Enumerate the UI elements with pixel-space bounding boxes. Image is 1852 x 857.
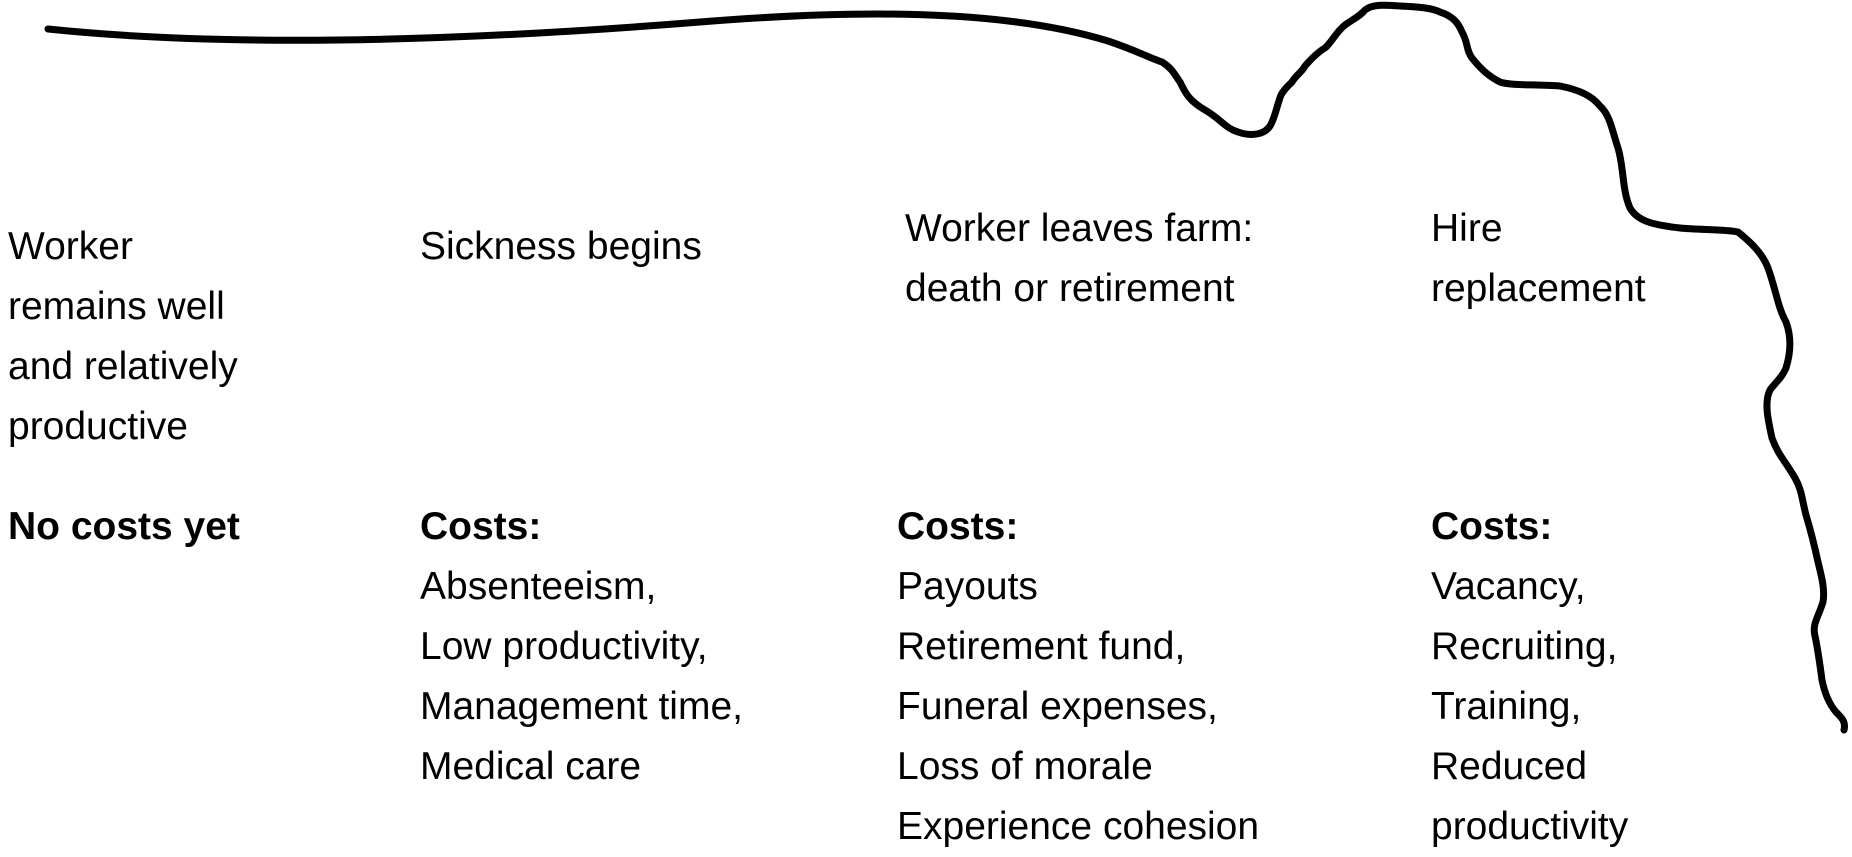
stage-text-line: productive bbox=[8, 405, 188, 448]
cost-item: Vacancy, bbox=[1431, 565, 1586, 608]
cost-item: Experience cohesion bbox=[897, 805, 1260, 848]
stage-sickness: Sickness begins bbox=[420, 217, 702, 277]
cost-item: Absenteeism, bbox=[420, 565, 657, 608]
cost-item: Retirement fund, bbox=[897, 625, 1186, 668]
stage-leaves-farm: Worker leaves farm: death or retirement bbox=[905, 199, 1253, 319]
costs-well: No costs yet bbox=[8, 497, 240, 557]
stage-text-line: Sickness begins bbox=[420, 225, 702, 268]
stage-text-line: Hire bbox=[1431, 207, 1503, 250]
cost-item: Funeral expenses, bbox=[897, 685, 1218, 728]
cost-item: Low productivity, bbox=[420, 625, 708, 668]
stage-text-line: Worker bbox=[8, 225, 133, 268]
cost-item: Reduced bbox=[1431, 745, 1588, 788]
cost-item: Medical care bbox=[420, 745, 642, 788]
cost-item: Loss of morale bbox=[897, 745, 1153, 788]
stage-well: Worker remains well and relatively produ… bbox=[8, 217, 238, 457]
stage-text-line: replacement bbox=[1431, 267, 1646, 310]
stage-text-line: Worker leaves farm: bbox=[905, 207, 1254, 250]
stage-text-line: death or retirement bbox=[905, 267, 1235, 310]
stage-text-line: remains well bbox=[8, 285, 225, 328]
cost-item: productivity bbox=[1431, 805, 1629, 848]
costs-sickness: Costs: Absenteeism, Low productivity, Ma… bbox=[420, 497, 743, 797]
costs-hire-replacement: Costs: Vacancy, Recruiting, Training, Re… bbox=[1431, 497, 1628, 857]
costs-heading: No costs yet bbox=[8, 505, 240, 548]
cost-item: Payouts bbox=[897, 565, 1038, 608]
costs-heading: Costs: bbox=[897, 505, 1019, 548]
stage-text-line: and relatively bbox=[8, 345, 238, 388]
stage-hire-replacement: Hire replacement bbox=[1431, 199, 1646, 319]
cost-item: Recruiting, bbox=[1431, 625, 1618, 668]
costs-leaves-farm: Costs: Payouts Retirement fund, Funeral … bbox=[897, 497, 1259, 857]
cost-item: Management time, bbox=[420, 685, 743, 728]
costs-heading: Costs: bbox=[1431, 505, 1553, 548]
costs-heading: Costs: bbox=[420, 505, 542, 548]
worker-journey-line bbox=[44, 1, 1848, 734]
cost-item: Training, bbox=[1431, 685, 1582, 728]
